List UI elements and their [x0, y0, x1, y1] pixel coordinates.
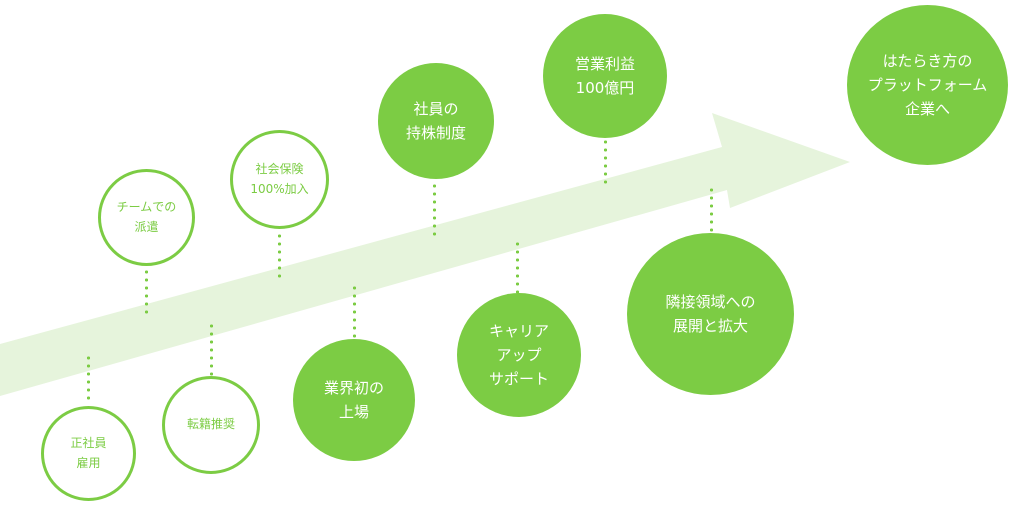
milestone-gyoukai-hatsu-joujou: 業界初の 上場 — [293, 339, 415, 461]
milestone-tenseki-suishou: 転籍推奨 — [162, 376, 260, 474]
milestone-rinsetsu-ryouiki: 隣接領域への 展開と拡大 — [627, 233, 794, 395]
connector-shakai-hoken — [278, 232, 281, 280]
milestone-eigyou-rieki: 営業利益 100億円 — [543, 14, 667, 138]
connector-team-haken — [145, 268, 148, 318]
milestone-seishain-koyou: 正社員 雇用 — [41, 406, 136, 501]
milestone-shakai-hoken: 社会保険 100%加入 — [230, 130, 329, 229]
connector-seishain-koyou — [87, 354, 90, 404]
connector-gyoukai-hatsu-joujou — [353, 284, 356, 338]
milestone-platform-kigyou: はたらき方の プラットフォーム 企業へ — [847, 5, 1008, 165]
milestone-shain-mochikabu: 社員の 持株制度 — [378, 63, 494, 179]
milestone-career-up-support: キャリア アップ サポート — [457, 293, 581, 417]
connector-rinsetsu-ryouiki — [710, 186, 713, 234]
connector-eigyou-rieki — [604, 138, 607, 188]
connector-tenseki-suishou — [210, 322, 213, 376]
connector-career-up-support — [516, 240, 519, 294]
connector-shain-mochikabu — [433, 182, 436, 238]
milestone-team-haken: チームでの 派遣 — [98, 169, 195, 266]
